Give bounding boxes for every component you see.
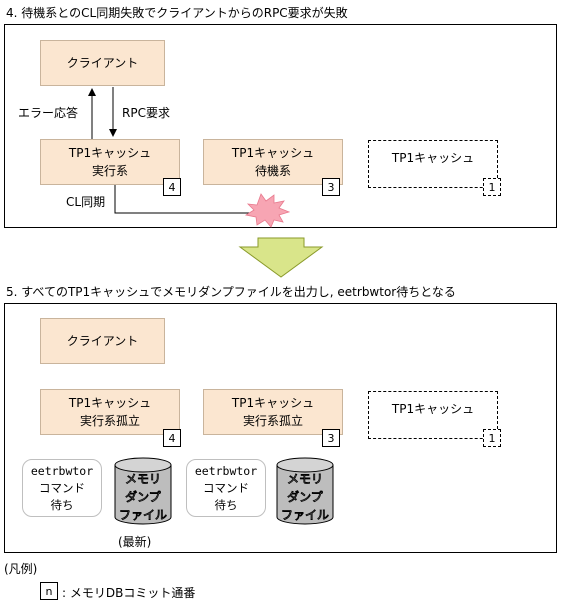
isolated-right-line1: TP1キャッシュ	[231, 396, 315, 410]
dashed-box-label-s5: TP1キャッシュ	[391, 401, 475, 416]
dashed-commit-number-s5: 1	[483, 429, 501, 447]
memory-dump-file-label-right: メモリ ダンプ ファイル	[277, 470, 333, 524]
eetrbwtor-wait-bubble-left: eetrbwtor コマンド 待ち	[22, 459, 102, 517]
section4-heading: 4. 待機系とのCL同期失敗でクライアントからのRPC要求が失敗	[6, 6, 348, 20]
isolated-right-commit-number: 3	[322, 429, 340, 447]
dashed-commit-number-s4: 1	[483, 178, 501, 196]
standby-commit-number: 3	[322, 178, 340, 196]
section5-heading: 5. すべてのTP1キャッシュでメモリダンプファイルを出力し, eetrbwto…	[6, 285, 456, 299]
standby-box-line2: 待機系	[254, 164, 291, 178]
isolated-tp1-cache-box-right: TP1キャッシュ 実行系孤立	[203, 389, 343, 435]
bubble-left-line1: eetrbwtor	[30, 464, 94, 478]
bubble-right-line2: コマンド	[203, 481, 249, 495]
active-box-line1: TP1キャッシュ	[68, 146, 152, 160]
bubble-left-line2: コマンド	[39, 481, 85, 495]
dashed-tp1-cache-box-s4: TP1キャッシュ	[368, 140, 498, 188]
active-commit-number: 4	[163, 178, 181, 196]
cyl-right-line2: ダンプ	[287, 490, 323, 504]
latest-label: (最新)	[118, 535, 152, 549]
client-label-s5: クライアント	[66, 334, 139, 348]
isolated-left-line1: TP1キャッシュ	[68, 396, 152, 410]
cyl-left-line2: ダンプ	[125, 490, 161, 504]
cyl-right-line3: ファイル	[280, 508, 329, 522]
dashed-tp1-cache-box-s5: TP1キャッシュ	[368, 391, 498, 439]
isolated-left-line2: 実行系孤立	[79, 414, 140, 428]
rpc-request-label: RPC要求	[122, 106, 170, 120]
legend-sample-number: n	[40, 582, 58, 600]
cyl-right-line1: メモリ	[286, 472, 323, 486]
memory-dump-file-label-left: メモリ ダンプ ファイル	[115, 470, 171, 524]
legend-title: (凡例)	[4, 562, 38, 576]
active-box-line2: 実行系	[91, 164, 128, 178]
cyl-left-line3: ファイル	[118, 508, 167, 522]
client-label: クライアント	[66, 56, 139, 70]
bubble-left-line3: 待ち	[50, 498, 74, 512]
cyl-left-line1: メモリ	[124, 472, 161, 486]
dashed-box-label-s4: TP1キャッシュ	[391, 150, 475, 165]
client-box-s5: クライアント	[40, 318, 165, 364]
bubble-right-line1: eetrbwtor	[194, 464, 258, 478]
cl-sync-label: CL同期	[66, 195, 106, 209]
standby-box-line1: TP1キャッシュ	[231, 146, 315, 160]
client-box: クライアント	[40, 40, 165, 86]
isolated-left-commit-number: 4	[163, 429, 181, 447]
bubble-right-line3: 待ち	[214, 498, 238, 512]
isolated-tp1-cache-box-left: TP1キャッシュ 実行系孤立	[40, 389, 180, 435]
transition-arrow-icon	[238, 237, 324, 278]
standby-tp1-cache-box: TP1キャッシュ 待機系	[203, 139, 343, 185]
legend-description: : メモリDBコミット通番	[62, 586, 196, 600]
eetrbwtor-wait-bubble-right: eetrbwtor コマンド 待ち	[186, 459, 266, 517]
active-tp1-cache-box: TP1キャッシュ 実行系	[40, 139, 180, 185]
error-response-label: エラー応答	[18, 106, 79, 120]
isolated-right-line2: 実行系孤立	[242, 414, 303, 428]
